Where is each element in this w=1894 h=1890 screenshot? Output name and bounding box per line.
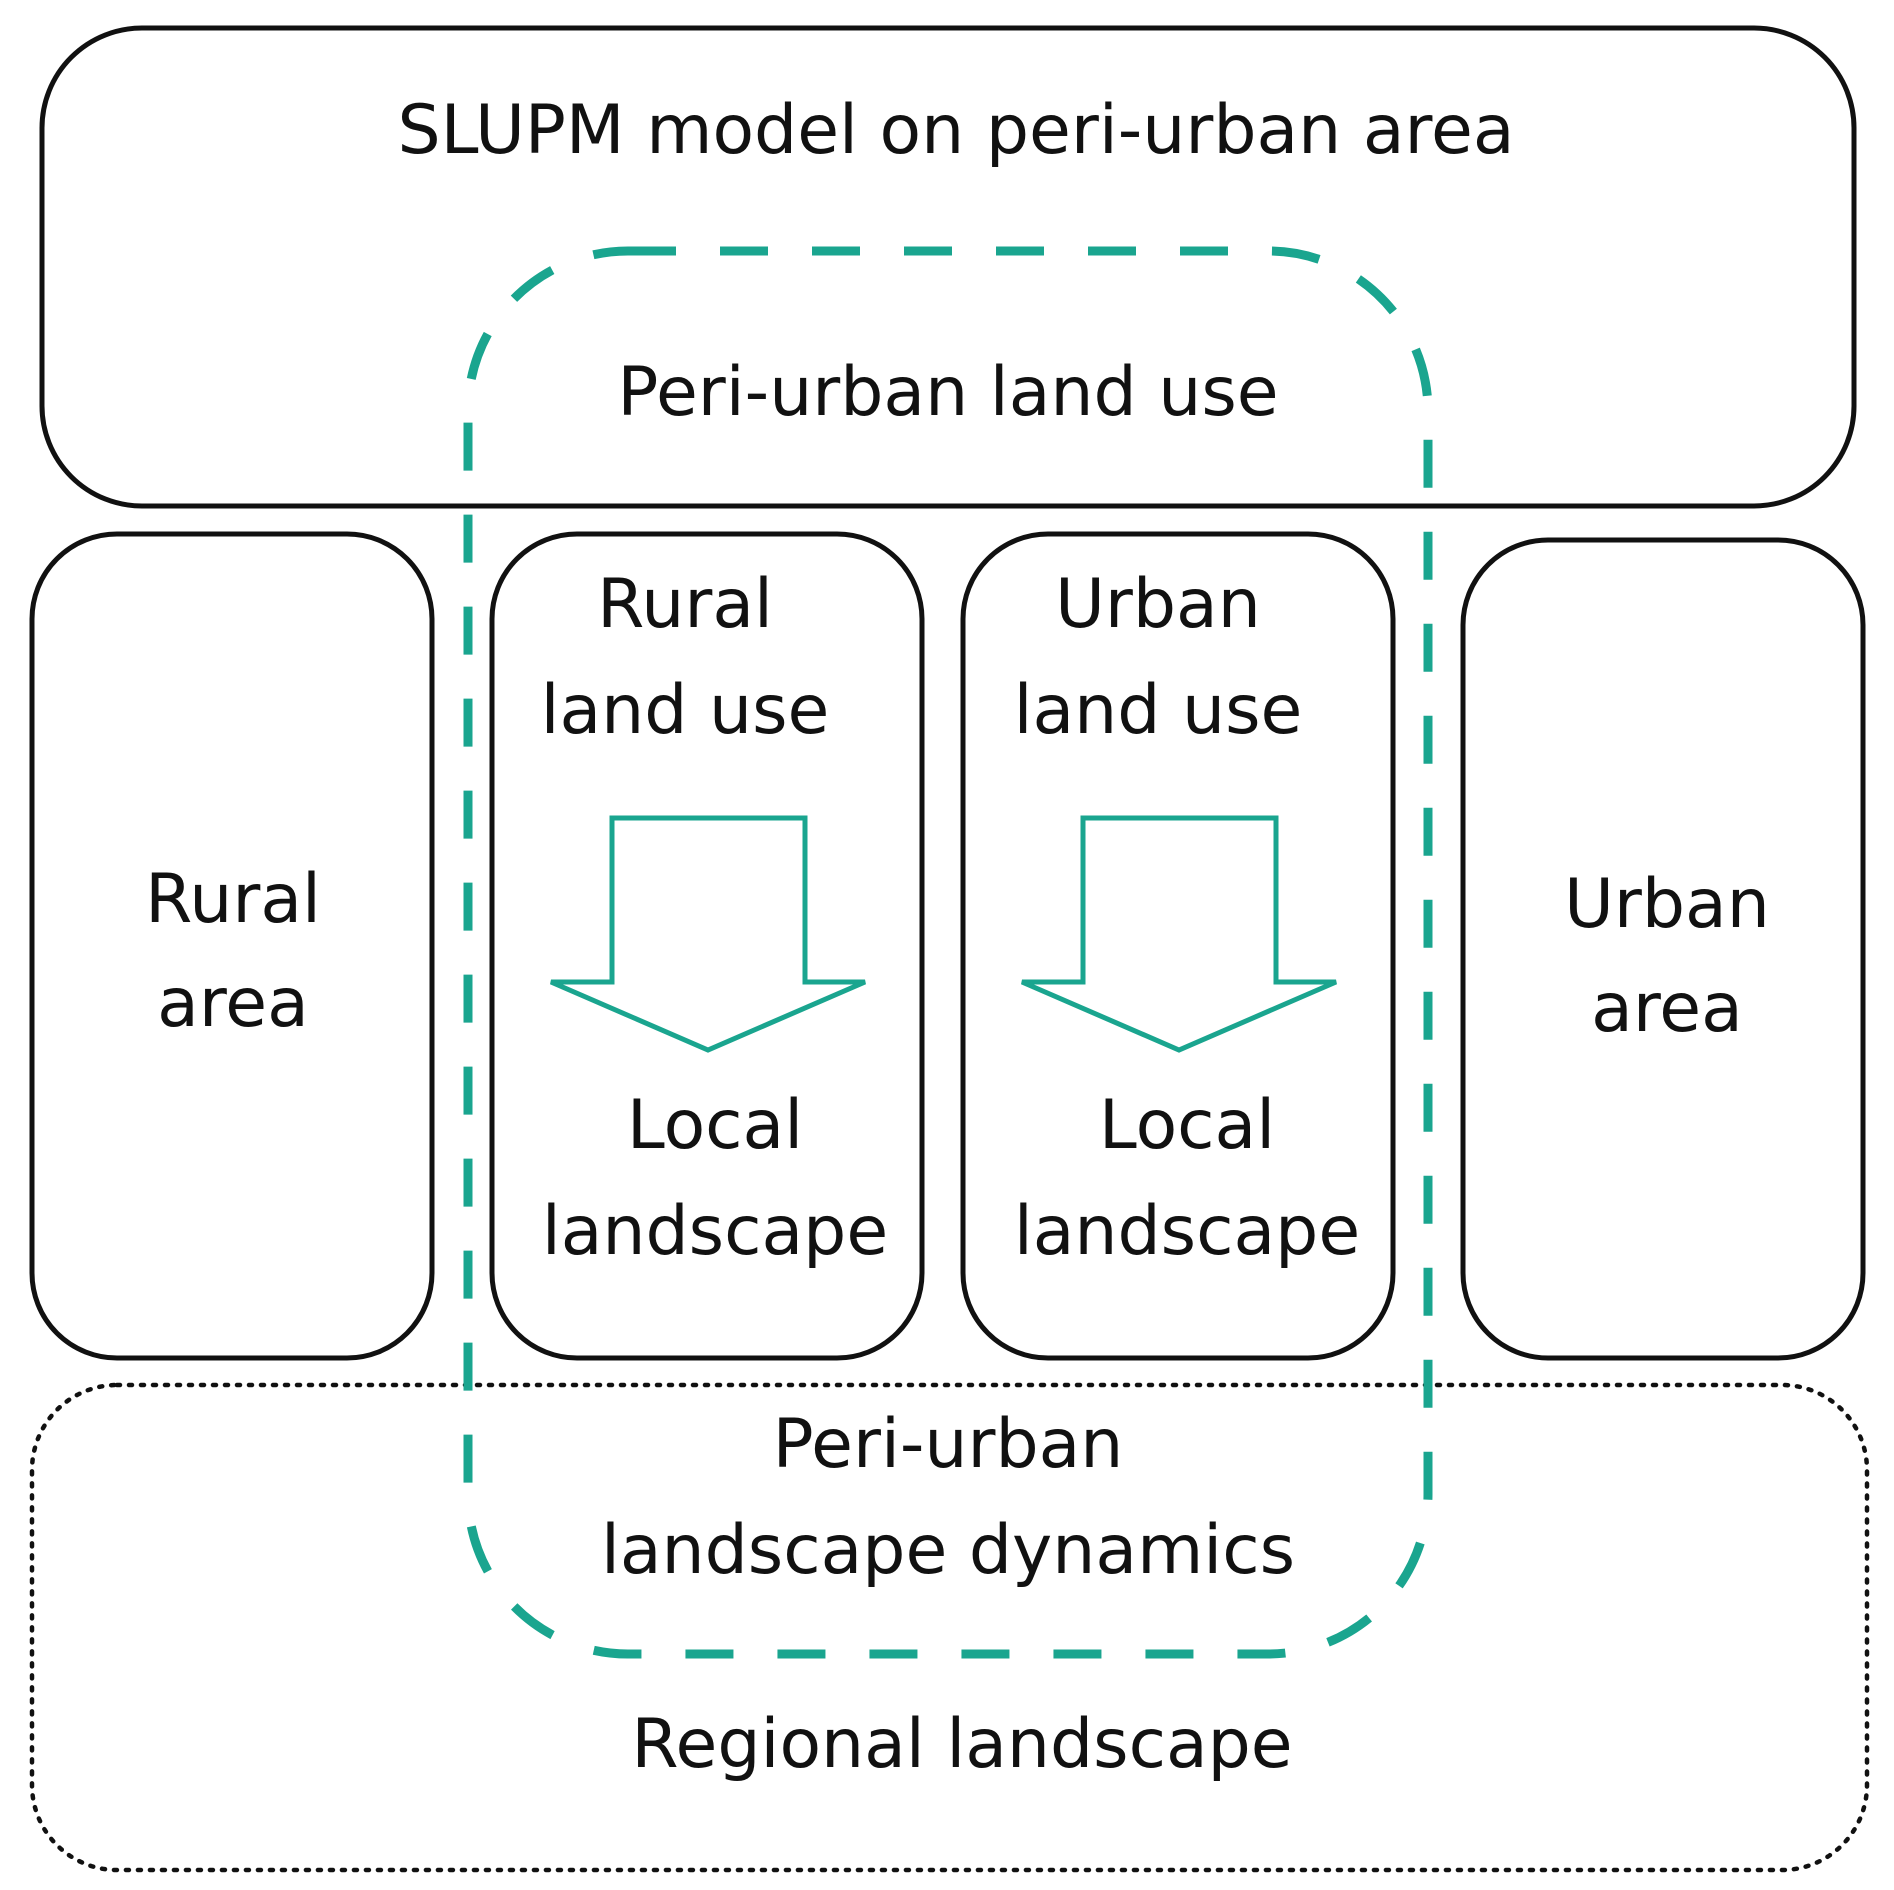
urban-area-label-line2: area: [1591, 969, 1743, 1048]
urban-local-landscape-line1: Local: [1099, 1086, 1275, 1165]
rural-local-landscape-line2: landscape: [542, 1192, 888, 1271]
urban-land-use-label-line2: land use: [1014, 671, 1303, 750]
model-box: [39, 25, 1857, 509]
rural-down-arrow-icon: [550, 815, 866, 1053]
peri-urban-boundary: [463, 246, 1433, 1659]
rural-area-box: [29, 531, 435, 1361]
regional-landscape-box: [29, 1382, 1870, 1873]
urban-down-arrow-icon: [1021, 815, 1337, 1053]
rural-local-landscape-line1: Local: [627, 1086, 803, 1165]
urban-area-box: [1460, 537, 1866, 1361]
urban-land-use-label-line1: Urban: [1055, 565, 1261, 644]
regional-landscape-label: Regional landscape: [631, 1705, 1292, 1784]
rural-area-label-line2: area: [157, 964, 309, 1043]
urban-area-label-line1: Urban: [1564, 865, 1770, 944]
rural-land-use-label-line2: land use: [541, 671, 830, 750]
rural-land-use-label-line1: Rural: [597, 565, 773, 644]
rural-area-label-line1: Rural: [145, 860, 321, 939]
model-title: SLUPM model on peri-urban area: [397, 91, 1514, 170]
dynamics-label-line2: landscape dynamics: [601, 1511, 1295, 1590]
urban-local-landscape-line2: landscape: [1014, 1192, 1360, 1271]
peri-urban-land-use-label: Peri-urban land use: [617, 353, 1278, 432]
dynamics-label-line1: Peri-urban: [773, 1405, 1124, 1484]
